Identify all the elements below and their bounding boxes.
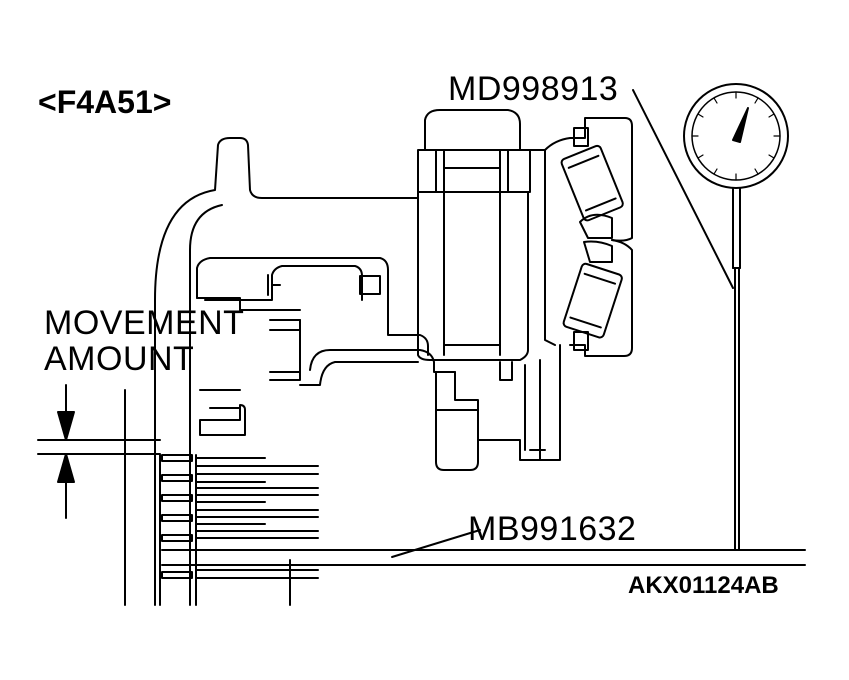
bolt — [417, 109, 556, 361]
straightedge — [161, 549, 806, 566]
shaft-lines — [124, 389, 291, 606]
clutch-plates — [161, 454, 319, 579]
leader-line-md998913 — [632, 89, 734, 289]
movement-label-line2: AMOUNT — [44, 340, 195, 378]
model-label: <F4A51> — [38, 84, 172, 120]
figure-code: AKX01124AB — [628, 572, 779, 599]
lower-hub — [435, 344, 561, 471]
housing-outline — [154, 137, 419, 606]
housing-inner-outline — [189, 204, 223, 606]
dial-gauge — [683, 83, 789, 551]
piston-assembly — [196, 257, 456, 436]
tool-label-md998913: MD998913 — [448, 70, 619, 108]
movement-dimension — [37, 384, 161, 519]
leader-line-mb991632 — [391, 529, 481, 558]
tool-label-mb991632: MB991632 — [468, 510, 637, 548]
movement-label-line1: MOVEMENT — [44, 304, 245, 342]
bearing-assembly — [544, 117, 633, 357]
